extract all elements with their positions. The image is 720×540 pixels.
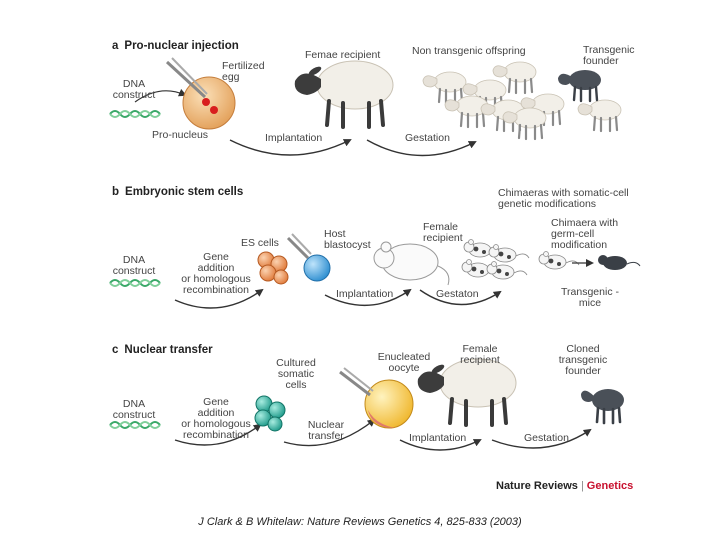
journal-brand: Nature Reviews|Genetics: [496, 480, 634, 492]
germ-cell-chimaera-icon: [538, 251, 580, 270]
es-cells-icon: [257, 251, 289, 285]
non-transgenic-label: Non transgenic offspring: [412, 45, 526, 57]
gestation-label-a: Gestation: [405, 132, 450, 144]
dna-construct-b-icon: [109, 279, 161, 287]
implantation-label-c: Implantation: [409, 432, 467, 444]
gestation-label-c: Gestation: [524, 432, 569, 444]
transgenic-mouse-icon: [598, 255, 641, 270]
female-recipient-mouse-icon: [373, 241, 450, 286]
chimaera-mice-icon: [461, 239, 530, 280]
cloned-founder-icon: [581, 389, 624, 425]
implantation-label-a: Implantation: [265, 132, 323, 144]
enucleated-oocyte-icon: [364, 379, 414, 429]
dna-construct-c-icon: [109, 421, 161, 429]
transgenic-founder-icon: [556, 68, 603, 103]
implantation-label-b: Implantation: [336, 288, 394, 300]
transgenic-mice-label: Transgenic -mice: [561, 286, 619, 309]
citation: J Clark & B Whitelaw: Nature Reviews Gen…: [198, 516, 522, 528]
pronucleus-label: Pro-nucleus: [152, 129, 209, 141]
cultured-somatic-cells-icon: [254, 395, 286, 432]
offspring-flock-icon: [421, 60, 623, 141]
female-recipient-sheep-a-icon: [292, 59, 395, 129]
female-recipient-label-a: Femae recipient: [305, 49, 381, 61]
host-blastocyst-icon: [303, 254, 331, 282]
es-cells-label: ES cells: [241, 237, 279, 249]
dna-construct-a-icon: [109, 110, 161, 118]
gestation-label-b: Gestaton: [436, 288, 479, 300]
